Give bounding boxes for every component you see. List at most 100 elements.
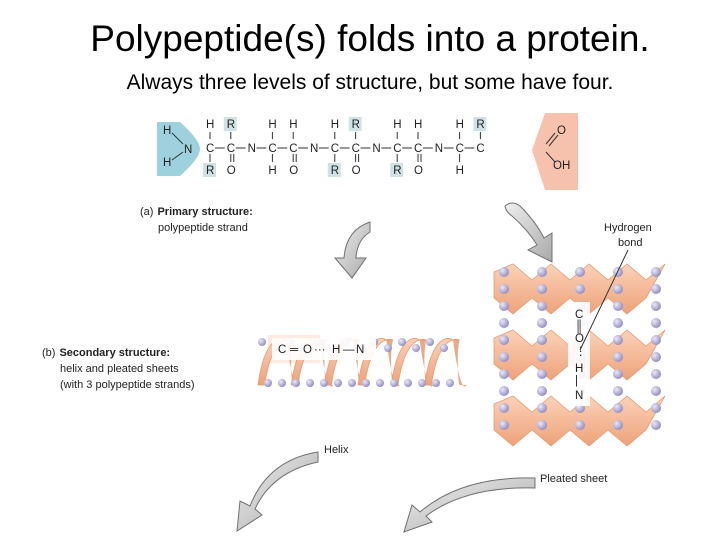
atom-ball [537,318,547,328]
helix-coil-back [419,340,433,387]
side-atom-above: H [268,119,276,131]
sheet-bond-atom: C [575,309,583,321]
atom-ball [376,379,384,387]
helix-bond-dash: — [343,344,355,356]
side-atom-above: H [456,119,464,131]
backbone-atom: C [456,143,464,155]
sheet-bond-atom: | [575,375,578,387]
helix-label: Helix [324,444,349,456]
r-group-highlight [473,117,487,131]
atom-ball [651,369,661,379]
amino-group-highlight [157,122,200,176]
atom-ball [613,301,623,311]
atom-ball [499,369,509,379]
side-atom-below: H [456,165,464,177]
atom-ball [499,267,509,277]
side-atom-below: O [289,165,298,177]
r-group-highlight [223,117,237,131]
side-atom-below: O [352,165,361,177]
atom-ball [537,369,547,379]
arrow-to-helix [333,221,371,279]
sheet-bond-atom: ║ [575,319,583,334]
backbone-atom: N [248,143,256,155]
side-atom-above: R [476,119,484,131]
atom-ball [651,284,661,294]
atom-ball [499,420,509,430]
backbone-atom: C [206,143,214,155]
atom-ball [575,284,585,294]
atom-ball [651,403,661,413]
side-atom-below: O [414,165,423,177]
backbone-atom: C [268,143,276,155]
amino-n: N [184,144,192,156]
atom-ball [390,379,398,387]
atom-ball [404,379,412,387]
sheet-bond-atom: O [575,333,584,345]
atom-ball [499,352,509,362]
atom-ball [292,379,300,387]
atom-ball [613,403,623,413]
atom-ball [418,379,426,387]
backbone-atom: N [372,143,380,155]
atom-ball [306,379,314,387]
side-atom-above: H [414,119,422,131]
arrow-from-pleated-sheet [403,477,536,533]
atom-ball [537,386,547,396]
atom-ball [537,301,547,311]
atom-ball [440,344,448,352]
arrow-from-helix [236,451,319,532]
sheet-bond-atom: N [575,390,583,402]
amino-h-top: H [163,125,171,137]
atom-ball [320,379,328,387]
sheet-bond-atom: H [575,363,583,375]
atom-ball [398,338,406,346]
atom-ball [432,379,440,387]
atom-ball [575,420,585,430]
primary-structure-description: polypeptide strand [158,222,248,234]
atom-ball [613,284,623,294]
atom-ball [537,352,547,362]
hydrogen-bond-label-line-1: Hydrogen [604,222,652,234]
atom-ball [651,386,661,396]
atom-ball [499,284,509,294]
atom-ball [613,386,623,396]
atom-ball [651,420,661,430]
atom-ball [651,352,661,362]
r-group-highlight [327,163,341,177]
atom-ball [264,379,272,387]
backbone-atom: N [310,143,318,155]
atom-ball [613,335,623,345]
side-atom-below: O [227,165,236,177]
atom-ball [426,338,434,346]
atom-ball [613,369,623,379]
atom-ball [613,267,623,277]
slide-subtitle: Always three levels of structure, but so… [126,71,614,94]
atom-ball [499,301,509,311]
backbone-atom: N [435,143,443,155]
atom-ball [651,335,661,345]
atom-ball [537,335,547,345]
slide-title: Polypeptide(s) folds into a protein. [90,18,650,59]
helix-bond-n: N [356,344,364,356]
atom-ball [537,267,547,277]
atom-ball [613,352,623,362]
helix-coil-back [453,340,467,387]
atom-ball [537,284,547,294]
secondary-description-line-1: helix and pleated sheets [60,363,179,375]
side-atom-above: R [227,119,235,131]
atom-ball [362,379,370,387]
side-atom-above: R [352,119,360,131]
arrow-to-pleated-sheet [504,202,553,263]
sheet-hydrogen-bond: C║O⋮H|N [575,309,587,402]
backbone-atom: C [227,143,235,155]
side-atom-above: H [331,119,339,131]
side-atom-below: R [206,165,214,177]
side-atom-below: R [331,165,339,177]
primary-structure-heading: (a)Primary structure: [140,206,253,218]
atom-ball [651,267,661,277]
helix-bond-dots: ··· [314,344,326,356]
secondary-description-line-2: (with 3 polypeptide strands) [60,379,195,391]
